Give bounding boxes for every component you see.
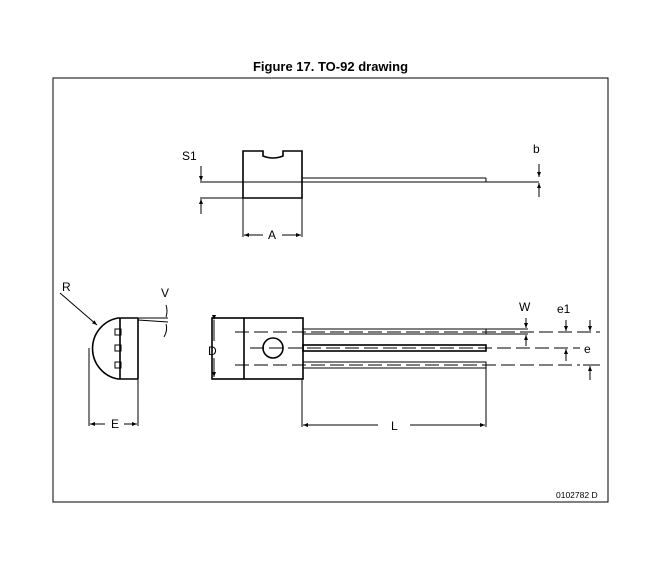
label-s1: S1 <box>182 149 197 163</box>
front-view <box>211 315 600 427</box>
figure-title: Figure 17. TO-92 drawing <box>252 59 409 74</box>
drawing-code: 0102782 D <box>556 490 598 500</box>
label-e-width: E <box>111 417 119 431</box>
top-view <box>199 150 541 237</box>
drawing-frame <box>52 77 609 503</box>
label-l: L <box>391 419 398 433</box>
side-view <box>59 292 169 426</box>
label-r: R <box>62 280 71 294</box>
label-a: A <box>268 228 276 242</box>
label-e1: e1 <box>557 302 571 316</box>
label-v: V <box>161 286 169 300</box>
label-b: b <box>533 142 540 156</box>
label-e-pitch: e <box>584 342 591 356</box>
label-w: W <box>519 300 531 314</box>
label-d: D <box>208 344 217 358</box>
